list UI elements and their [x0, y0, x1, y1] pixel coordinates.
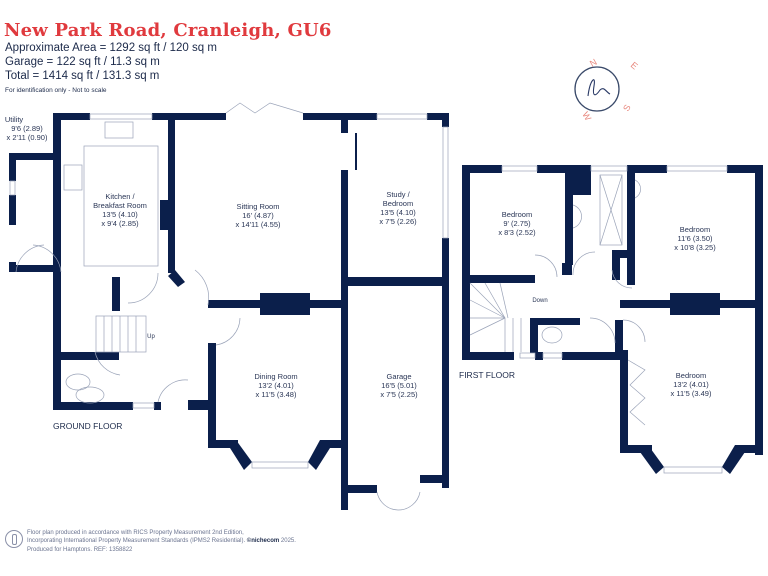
stairs-down-label: Down [532, 298, 547, 304]
ground-floor-label: GROUND FLOOR [53, 421, 122, 431]
info-person-icon [5, 530, 23, 548]
room-name-kitchen: Kitchen / [105, 192, 135, 201]
room-dim-study-1: 13'5 (4.10) [380, 208, 416, 217]
compass-e: E [629, 60, 640, 72]
footer-line-2: Incorporating International Property Mea… [27, 538, 296, 545]
compass-n: N [588, 57, 599, 69]
compass-s: S [621, 103, 633, 113]
total-area: Total = 1414 sq ft / 131.3 sq m [5, 70, 160, 82]
room-dim-study-2: x 7'5 (2.26) [379, 217, 417, 226]
nichecom-brand: ©nichecom [246, 538, 280, 545]
room-dim-dining-2: x 11'5 (3.48) [256, 390, 297, 399]
ground-floor-walls [9, 113, 449, 510]
room-name-bedroom-2: Bedroom [680, 225, 710, 234]
room-name-bedroom-3: Bedroom [676, 371, 706, 380]
room-dim-utility-1: 9'6 (2.89) [11, 124, 43, 133]
room-name-study: Study / [386, 190, 410, 199]
room-dim-bedroom-1a: 9' (2.75) [503, 219, 531, 228]
approximate-area: Approximate Area = 1292 sq ft / 120 sq m [5, 42, 217, 54]
garage-area: Garage = 122 sq ft / 11.3 sq m [5, 56, 160, 68]
first-floor-label: FIRST FLOOR [459, 370, 515, 380]
room-dim-bedroom-1b: x 8'3 (2.52) [498, 228, 536, 237]
room-name-kitchen-2: Breakfast Room [93, 201, 147, 210]
room-dim-kitchen-2: x 9'4 (2.85) [101, 219, 139, 228]
room-dim-garage-1: 16'5 (5.01) [381, 381, 417, 390]
ground-floor-fittings [9, 102, 449, 511]
room-dim-dining-1: 13'2 (4.01) [258, 381, 294, 390]
room-name-garage: Garage [386, 372, 411, 381]
room-name-dining: Dining Room [254, 372, 297, 381]
room-dim-bedroom-3b: x 11'5 (3.49) [671, 389, 712, 398]
room-labels: Utility Utility 9'6 (2.89) x 2'11 (0.90)… [5, 115, 716, 431]
first-floor-walls [462, 165, 763, 474]
first-floor-fittings [469, 165, 728, 474]
scale-note: For identification only - Not to scale [5, 87, 107, 94]
room-dim-sitting-2: x 14'11 (4.55) [235, 220, 281, 229]
compass-w: W [580, 110, 593, 123]
room-name-bedroom-1: Bedroom [502, 210, 532, 219]
room-dim-garage-2: x 7'5 (2.25) [380, 390, 418, 399]
footer-line-3: Produced for Hamptons. REF: 1358822 [27, 546, 133, 553]
footer-line-1: Floor plan produced in accordance with R… [27, 530, 244, 536]
room-dim-kitchen-1: 13'5 (4.10) [102, 210, 138, 219]
room-dim-bedroom-3a: 13'2 (4.01) [673, 380, 709, 389]
room-dim-utility-2: x 2'11 (0.90) [7, 133, 48, 142]
footer-text: Floor plan produced in accordance with R… [27, 529, 296, 554]
room-name-utility: Utility [5, 115, 24, 124]
room-dim-sitting-1: 16' (4.87) [242, 211, 274, 220]
room-dim-bedroom-2b: x 10'8 (3.25) [674, 243, 716, 252]
room-name-study-2: Bedroom [383, 199, 413, 208]
room-dim-bedroom-2a: 11'6 (3.50) [677, 234, 713, 243]
room-name-sitting: Sitting Room [237, 202, 280, 211]
compass-icon: N E S W [574, 57, 640, 123]
property-title: New Park Road, Cranleigh, GU6 [4, 20, 332, 41]
stairs-up-label: Up [147, 334, 155, 340]
